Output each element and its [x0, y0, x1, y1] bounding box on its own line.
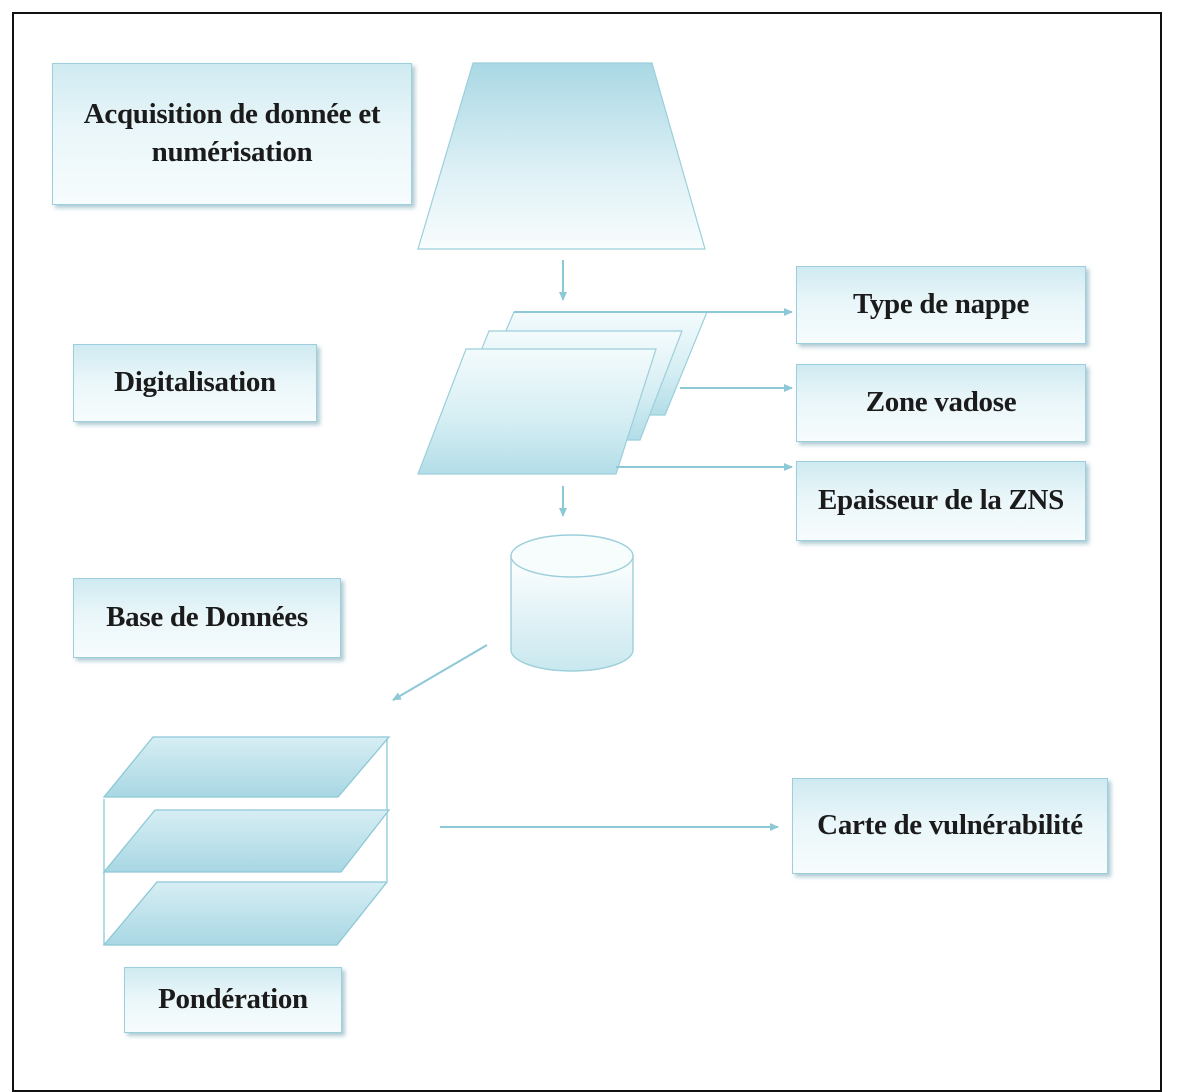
step-ponderation: Pondération [124, 967, 342, 1033]
layer-epaisseur-zns: Epaisseur de la ZNS [796, 461, 1086, 541]
output-carte-vulnerabilite: Carte de vulnérabilité [792, 778, 1108, 874]
step-digitalisation: Digitalisation [73, 344, 317, 422]
step-base-donnees-label: Base de Données [106, 601, 308, 634]
layer-zone-vadose-label: Zone vadose [865, 386, 1017, 419]
step-ponderation-label: Pondération [158, 983, 308, 1016]
arrow-to-ponderation [392, 644, 488, 701]
step-base-donnees: Base de Données [73, 578, 341, 658]
step-digitalisation-label: Digitalisation [114, 366, 276, 399]
digitised-layers-stack [417, 311, 708, 475]
layer-type-nappe: Type de nappe [796, 266, 1086, 344]
step-acquisition: Acquisition de donnée et numérisation [52, 63, 412, 205]
layer-zone-vadose: Zone vadose [796, 364, 1086, 442]
acquisition-trapezoid [417, 62, 706, 250]
database-cylinder-icon [510, 534, 634, 672]
layer-type-nappe-label: Type de nappe [852, 288, 1030, 321]
ponderation-layer-box [102, 736, 391, 946]
output-carte-vulnerabilite-label: Carte de vulnérabilité [817, 809, 1083, 842]
step-acquisition-label: Acquisition de donnée et numérisation [83, 98, 381, 168]
layer-epaisseur-zns-label: Epaisseur de la ZNS [818, 484, 1064, 517]
